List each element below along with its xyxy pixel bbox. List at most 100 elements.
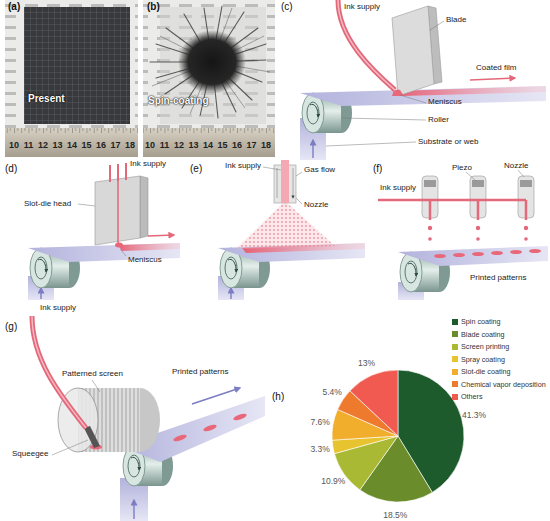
film-photo [5, 128, 138, 157]
legend-swatch [452, 356, 458, 362]
blade-coating-sketch [338, 0, 395, 90]
film-photo [143, 128, 275, 157]
slot-die-sketch [148, 235, 174, 236]
scale-number: 12 [174, 141, 184, 150]
scale-number: 17 [246, 141, 256, 150]
scale-number: 14 [67, 141, 77, 150]
legend-row: Slot-die coating [452, 368, 511, 375]
percent-label: 3.3% [310, 445, 329, 454]
panel-letter: (a) [8, 2, 20, 12]
scale-number: 10 [145, 141, 155, 150]
scale-number: 16 [96, 141, 106, 150]
film-photo [24, 7, 130, 124]
screen-printing-sketch [84, 426, 100, 448]
inkjet-sketch [453, 253, 465, 257]
scale-number: 16 [232, 141, 242, 150]
panel-letter: (f) [373, 164, 382, 174]
part-label: Ink supply [380, 184, 416, 192]
legend-swatch [452, 344, 458, 350]
blade-coating-sketch [392, 6, 434, 96]
inkjet-sketch [378, 200, 526, 220]
screen-printing-sketch [173, 433, 188, 442]
inkjet-sketch [428, 237, 432, 241]
panel-letter: (c) [281, 2, 293, 12]
part-label: Slot-die head [24, 200, 71, 208]
legend-text: Others [461, 393, 483, 400]
blade-coating-sketch [338, 0, 395, 90]
screen-printing-sketch [203, 423, 218, 432]
screen-printing-sketch [192, 388, 240, 404]
slot-die-sketch [28, 163, 180, 300]
legend-text: Spin coating [461, 318, 501, 325]
spray-coating-sketch [236, 203, 335, 249]
spray-coating-sketch [277, 168, 293, 198]
scale-number: 15 [217, 141, 227, 150]
legend-text: Blade coating [461, 331, 505, 338]
inkjet-sketch [378, 170, 548, 300]
slot-die-sketch [115, 243, 123, 248]
film-photo [5, 0, 138, 128]
slot-die-sketch [40, 288, 41, 299]
spray-coating-sketch [236, 203, 335, 249]
part-label: Roller [428, 116, 449, 124]
film-photo [143, 128, 275, 157]
percent-label: 10.9% [321, 477, 345, 486]
scale-number: 18 [261, 141, 271, 150]
inkjet-sketch [472, 252, 484, 256]
legend-row: Spray coating [452, 356, 505, 363]
slot-die-sketch [78, 204, 126, 256]
inkjet-sketch [428, 226, 432, 230]
scale-number: 15 [81, 141, 91, 150]
film-photo [5, 128, 138, 157]
photo-caption: Present [28, 94, 65, 104]
legend-row: Screen printing [452, 343, 509, 350]
legend-row: Chemical vapor deposition [452, 381, 546, 388]
legend-swatch [452, 381, 458, 387]
percent-label: 7.6% [311, 418, 330, 427]
part-label: Ink supply [40, 304, 76, 312]
part-label: Nozzle [304, 201, 328, 209]
legend-swatch [452, 331, 458, 337]
panel-letter: (b) [147, 2, 160, 12]
legend-text: Chemical vapor deposition [461, 381, 546, 388]
percent-label: 5.4% [322, 388, 341, 397]
legend-text: Slot-die coating [461, 368, 511, 375]
blade-coating-sketch [312, 140, 313, 158]
slot-die-sketch [95, 176, 140, 245]
film-photo [178, 30, 246, 94]
inkjet-sketch [529, 249, 541, 253]
inkjet-sketch [491, 251, 503, 255]
scale-number: 18 [125, 141, 135, 150]
part-label: Printed patterns [470, 274, 526, 282]
screen-printing-sketch [133, 500, 134, 519]
inkjet-sketch [434, 254, 446, 258]
film-photo [5, 0, 138, 157]
inkjet-sketch [472, 180, 484, 187]
pie-chart [332, 370, 464, 502]
scale-number: 10 [9, 141, 19, 150]
part-label: Gas flow [304, 166, 335, 174]
part-label: Ink supply [344, 3, 380, 11]
inkjet-sketch [476, 237, 480, 241]
blade-coating-sketch [300, 86, 546, 106]
part-label: Coated film [476, 64, 516, 72]
part-label: Blade [446, 16, 466, 24]
legend-text: Spray coating [461, 356, 505, 363]
scale-number: 13 [52, 141, 62, 150]
percent-label: 41.3% [462, 410, 486, 419]
scale-number: 12 [38, 141, 48, 150]
scale-number: 11 [24, 141, 34, 150]
photo-caption: Spin-coating [148, 96, 209, 106]
percent-label: 13% [358, 359, 375, 368]
slot-die-sketch [118, 243, 180, 251]
film-photo [143, 0, 275, 157]
part-label: Nozzle [504, 162, 528, 170]
legend-swatch [452, 369, 458, 375]
inkjet-sketch [510, 250, 522, 254]
part-label: Squeegee [12, 450, 48, 458]
part-label: Ink supply [225, 162, 261, 170]
inkjet-sketch [476, 226, 480, 230]
panel-letter: (d) [5, 164, 17, 174]
spray-coating-sketch [281, 160, 289, 203]
percent-label: 18.5% [383, 511, 407, 520]
